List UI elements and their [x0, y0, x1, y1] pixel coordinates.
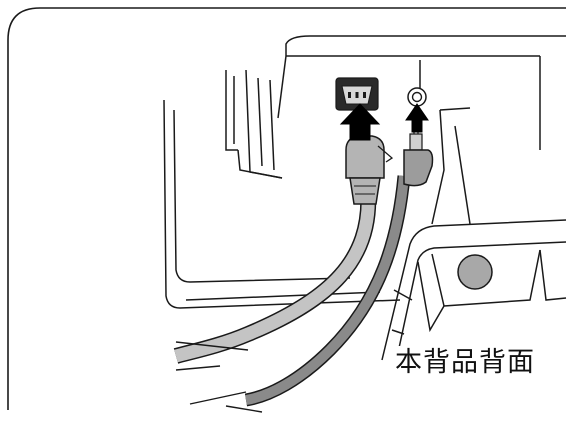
audio-jack-icon [407, 87, 427, 107]
power-inlet-icon [335, 77, 379, 111]
foot-circle [457, 254, 493, 290]
device-housing [163, 35, 566, 309]
power-plug [345, 135, 394, 205]
surface-lines [175, 341, 263, 413]
audio-plug [403, 122, 434, 187]
signal-cable [244, 175, 411, 407]
insert-arrow-icon [339, 103, 429, 141]
rear-view-caption: 本背品背面 [393, 346, 537, 380]
device-base [381, 219, 567, 363]
illustration-frame [7, 7, 566, 410]
power-cord [173, 191, 377, 364]
